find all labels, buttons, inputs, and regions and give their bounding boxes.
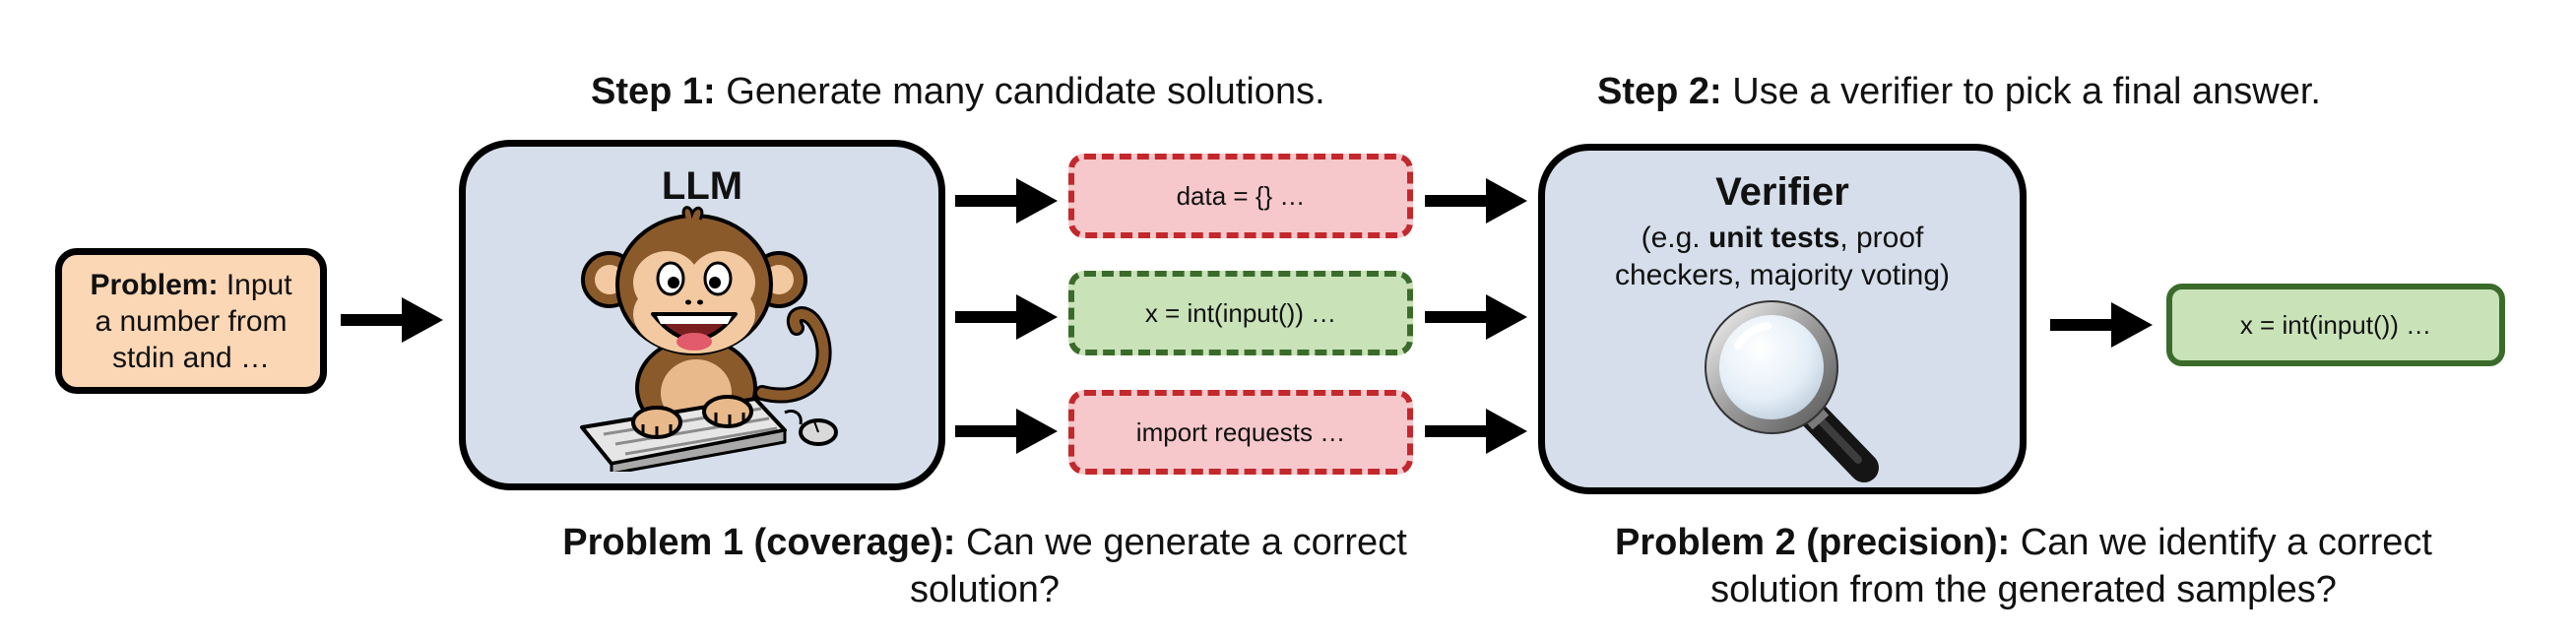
final-answer-code: x = int(input()) … <box>2239 309 2432 340</box>
problem2-caption: Problem 2 (precision): Can we identify a… <box>1551 519 2496 613</box>
problem2-line2: solution from the generated samples? <box>1710 569 2337 610</box>
problem-line1: Problem: Input <box>62 267 320 303</box>
step2-text: Use a verifier to pick a final answer. <box>1721 71 2321 112</box>
llm-title: LLM <box>661 164 743 208</box>
step1-label: Step 1: <box>591 71 716 112</box>
problem-text-1: Input <box>218 269 292 301</box>
arrow-candidate-1-to-verifier <box>1425 178 1527 224</box>
monkey-typing-on-keyboard-icon <box>580 206 838 472</box>
verifier-box: Verifier (e.g. unit tests, proof checker… <box>1538 144 2027 494</box>
problem-label: Problem: <box>90 269 219 301</box>
problem-line3: stdin and … <box>111 342 271 374</box>
candidate-solution-2: x = int(input()) … <box>1068 271 1413 355</box>
problem1-line1: Problem 1 (coverage): Can we generate a … <box>512 519 1457 566</box>
verifier-sub-bold: unit tests <box>1707 222 1840 254</box>
verifier-sub-prefix: (e.g. <box>1641 222 1708 254</box>
arrow-llm-to-candidate-2 <box>955 294 1058 340</box>
step1-caption: Step 1: Generate many candidate solution… <box>591 73 1325 110</box>
problem1-label: Problem 1 (coverage): <box>562 522 956 563</box>
problem2-text: Can we identify a correct <box>2010 522 2432 563</box>
problem-box: Problem: Input a number from stdin and … <box>55 248 327 394</box>
arrow-llm-to-candidate-1 <box>955 178 1058 224</box>
candidate-solution-3: import requests … <box>1068 390 1413 475</box>
problem1-text: Can we generate a correct <box>955 522 1407 563</box>
verifier-sub-suffix: , proof <box>1839 222 1924 254</box>
step2-caption: Step 2: Use a verifier to pick a final a… <box>1597 73 2321 110</box>
step1-text: Generate many candidate solutions. <box>715 71 1325 112</box>
candidate-solution-1: data = {} … <box>1068 154 1413 238</box>
verifier-examples-line1: (e.g. unit tests, proof <box>1545 220 2020 257</box>
problem2-line1: Problem 2 (precision): Can we identify a… <box>1551 519 2496 566</box>
arrow-llm-to-candidate-3 <box>955 409 1058 454</box>
verifier-examples-line2: checkers, majority voting) <box>1614 259 1951 291</box>
arrow-problem-to-llm <box>341 297 443 343</box>
arrow-verifier-to-final <box>2050 302 2153 348</box>
magnifying-glass-icon <box>1705 300 1879 482</box>
step2-label: Step 2: <box>1597 71 1722 112</box>
arrow-candidate-2-to-verifier <box>1425 294 1527 340</box>
verifier-title: Verifier <box>1715 170 1849 214</box>
llm-box: LLM <box>459 140 945 490</box>
candidate-2-code: x = int(input()) … <box>1144 297 1337 328</box>
problem2-label: Problem 2 (precision): <box>1615 522 2011 563</box>
candidate-1-code: data = {} … <box>1176 180 1306 211</box>
candidate-3-code: import requests … <box>1135 416 1346 447</box>
problem1-line2: solution? <box>909 569 1061 610</box>
problem-line2: a number from <box>95 305 288 338</box>
final-answer-box: x = int(input()) … <box>2166 284 2505 366</box>
verifier-examples: (e.g. unit tests, proof checkers, majori… <box>1545 220 2020 294</box>
problem1-caption: Problem 1 (coverage): Can we generate a … <box>512 519 1457 613</box>
arrow-candidate-3-to-verifier <box>1425 409 1527 454</box>
